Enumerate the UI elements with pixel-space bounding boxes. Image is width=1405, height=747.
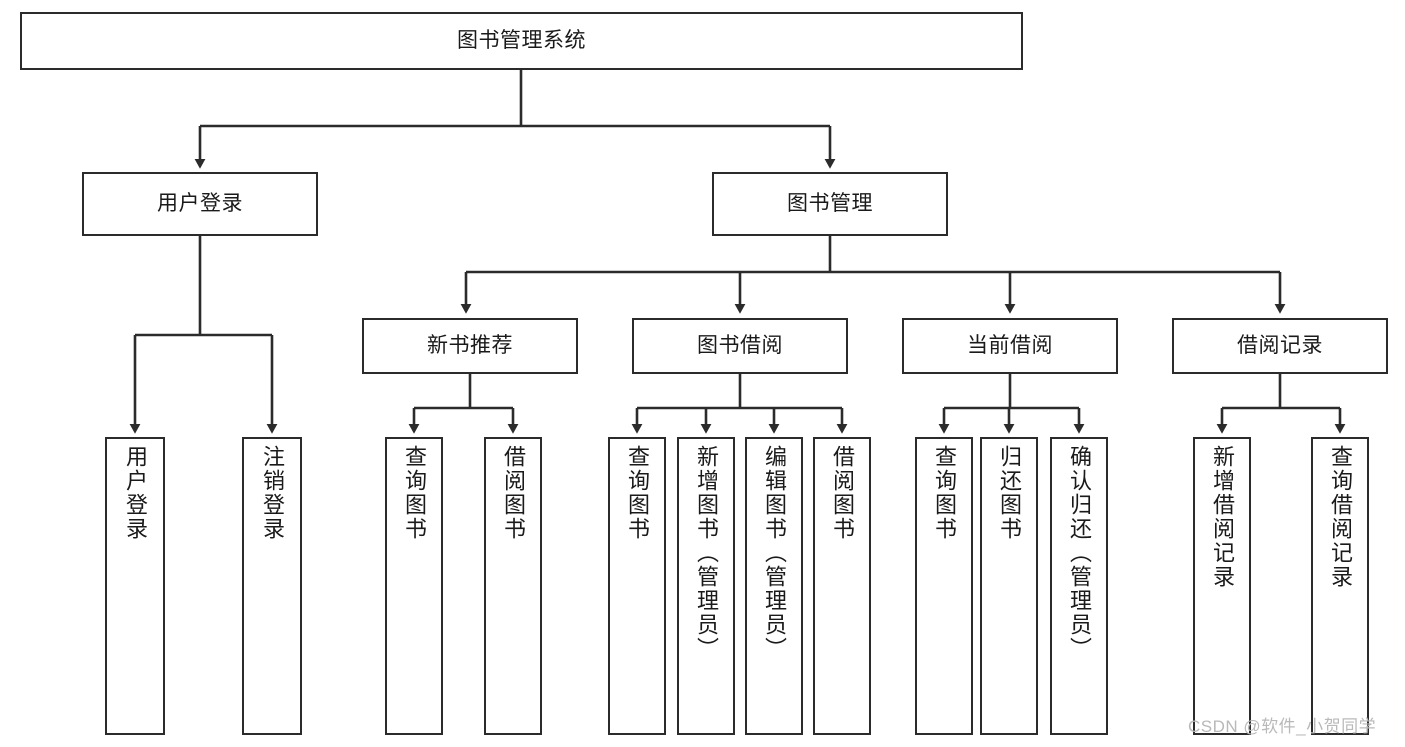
node-new-book-rec-label: 新书推荐 [427,333,513,357]
node-current-borrow-label: 当前借阅 [967,333,1053,357]
leaf-borrow-book-2-label: 借阅图书 [830,445,855,541]
leaf-edit-book[interactable]: 编辑图书（管理员） [745,437,803,735]
node-current-borrow[interactable]: 当前借阅 [902,318,1118,374]
node-user-login[interactable]: 用户登录 [82,172,318,236]
node-user-login-label: 用户登录 [157,191,243,215]
leaf-query-book-1[interactable]: 查询图书 [385,437,443,735]
leaf-query-record-label: 查询借阅记录 [1328,445,1353,589]
node-borrow-record-label: 借阅记录 [1237,333,1323,357]
leaf-add-record-label: 新增借阅记录 [1210,445,1235,589]
watermark-text: CSDN @软件_小贺同学 [1188,717,1377,736]
leaf-query-book-3-label: 查询图书 [932,445,957,541]
leaf-return-book[interactable]: 归还图书 [980,437,1038,735]
leaf-borrow-book-1-label: 借阅图书 [501,445,526,541]
leaf-add-record[interactable]: 新增借阅记录 [1193,437,1251,735]
leaf-edit-book-label: 编辑图书（管理员） [762,445,787,661]
leaf-user-login-label: 用户登录 [123,445,148,541]
leaf-user-login[interactable]: 用户登录 [105,437,165,735]
node-new-book-rec[interactable]: 新书推荐 [362,318,578,374]
leaf-query-record[interactable]: 查询借阅记录 [1311,437,1369,735]
leaf-user-logout-label: 注销登录 [260,445,285,541]
leaf-query-book-3[interactable]: 查询图书 [915,437,973,735]
leaf-borrow-book-2[interactable]: 借阅图书 [813,437,871,735]
leaf-return-book-label: 归还图书 [997,445,1022,541]
leaf-confirm-return-label: 确认归还（管理员） [1067,445,1092,661]
leaf-add-book[interactable]: 新增图书（管理员） [677,437,735,735]
leaf-query-book-1-label: 查询图书 [402,445,427,541]
node-root-label: 图书管理系统 [457,28,586,52]
leaf-confirm-return[interactable]: 确认归还（管理员） [1050,437,1108,735]
leaf-query-book-2[interactable]: 查询图书 [608,437,666,735]
leaf-query-book-2-label: 查询图书 [625,445,650,541]
node-book-borrow-label: 图书借阅 [697,333,783,357]
node-borrow-record[interactable]: 借阅记录 [1172,318,1388,374]
node-root[interactable]: 图书管理系统 [20,12,1023,70]
leaf-user-logout[interactable]: 注销登录 [242,437,302,735]
node-book-borrow[interactable]: 图书借阅 [632,318,848,374]
node-book-manage[interactable]: 图书管理 [712,172,948,236]
leaf-add-book-label: 新增图书（管理员） [694,445,719,661]
node-book-manage-label: 图书管理 [787,191,873,215]
leaf-borrow-book-1[interactable]: 借阅图书 [484,437,542,735]
